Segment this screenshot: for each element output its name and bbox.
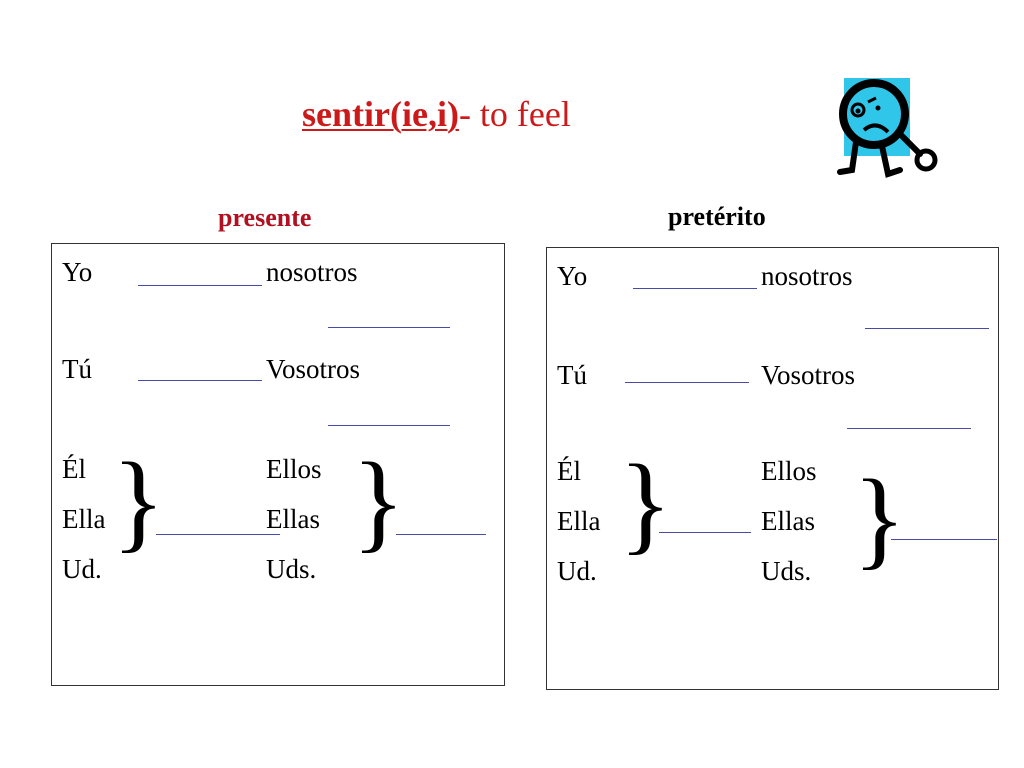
pronoun-tu: Tú [62,354,92,384]
answer-blank [328,425,450,426]
answer-blank [156,534,280,535]
answer-blank [625,382,749,383]
pronoun-ud: Ud. [557,556,597,586]
answer-blank [659,532,751,533]
pronoun-ud: Ud. [62,554,102,584]
singular-brace: } [112,440,165,562]
answer-blank [633,288,757,289]
pronoun-yo: Yo [62,257,93,287]
confused-face-character-icon [837,78,938,178]
pronoun-tu: Tú [557,360,587,390]
answer-blank [328,327,450,328]
pronoun-yo: Yo [557,261,588,291]
pronoun-ellos: Ellos [266,454,322,484]
answer-blank [138,285,262,286]
answer-blank [396,534,486,535]
pronoun-ellos: Ellos [761,456,817,486]
preterito-heading: pretérito [668,202,766,231]
plural-brace: } [352,440,405,562]
presente-conjugation-box: Yo nosotros Tú Vosotros Él Ella Ud. } El… [51,243,505,686]
slide-title: sentir(ie,i)- to feel [302,92,571,136]
pronoun-ellas: Ellas [761,506,815,536]
pronoun-vosotros: Vosotros [266,354,361,384]
answer-blank [847,428,971,429]
pronoun-uds: Uds. [266,554,317,584]
presente-heading: presente [218,203,312,232]
pronoun-vosotros: Vosotros [761,360,856,390]
answer-blank [138,380,262,381]
answer-blank [891,539,997,540]
pronoun-ella: Ella [62,504,106,534]
title-gloss: - to feel [458,94,571,134]
title-verb: sentir(ie,i) [302,94,459,134]
pronoun-uds: Uds. [761,556,812,586]
plural-brace: } [853,457,906,579]
pronoun-ella: Ella [557,506,601,536]
preterito-conjugation-box: Yo nosotros Tú Vosotros Él Ella Ud. } El… [546,247,999,690]
pronoun-el: Él [557,456,581,486]
singular-brace: } [619,442,672,564]
answer-blank [865,328,989,329]
pronoun-ellas: Ellas [266,504,320,534]
pronoun-nosotros: nosotros [266,257,358,287]
pronoun-el: Él [62,454,86,484]
pronoun-nosotros: nosotros [761,261,853,291]
